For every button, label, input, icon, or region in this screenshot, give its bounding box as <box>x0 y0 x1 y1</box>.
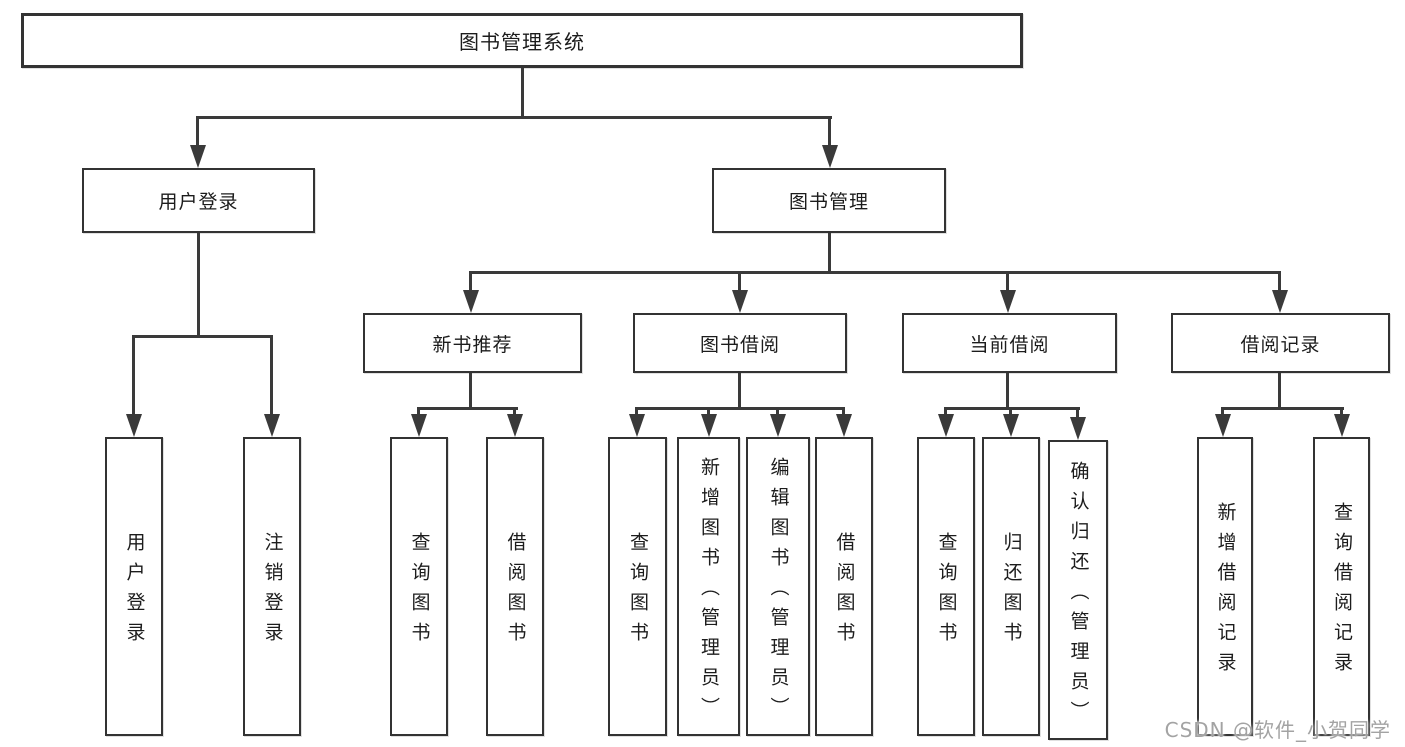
connector-branch <box>944 407 1080 410</box>
connector-drop <box>1009 407 1012 419</box>
leaf-query-books-recommend: 查询图书 <box>390 437 448 736</box>
leaf-query-books-borrow-label: 查询图书 <box>627 532 649 652</box>
arrowhead-icon <box>1000 290 1016 313</box>
leaf-edit-book-admin-label: 编辑图书（管理员） <box>767 457 790 727</box>
arrowhead-icon <box>411 414 427 437</box>
leaf-user-login-label: 用户登录 <box>123 532 146 652</box>
connector-branch <box>417 407 518 410</box>
leaf-edit-book-admin: 编辑图书（管理员） <box>746 437 810 736</box>
node-root: 图书管理系统 <box>21 13 1023 68</box>
connector-userlogin-stem <box>197 233 200 337</box>
arrowhead-icon <box>1334 414 1350 437</box>
arrowhead-icon <box>1215 414 1231 437</box>
leaf-add-borrow-record-label: 新增借阅记录 <box>1214 502 1237 682</box>
node-new-book-recommend-label: 新书推荐 <box>432 333 513 356</box>
leaf-add-book-admin: 新增图书（管理员） <box>677 437 740 736</box>
leaf-query-books-current: 查询图书 <box>917 437 975 736</box>
connector-stem <box>1278 373 1281 410</box>
connector-stem <box>738 373 741 410</box>
leaf-borrow-books-recommend: 借阅图书 <box>486 437 544 736</box>
connector-drop <box>270 335 273 415</box>
leaf-user-login: 用户登录 <box>105 437 163 736</box>
connector-drop <box>828 116 831 148</box>
arrowhead-icon <box>190 145 206 168</box>
connector-level2-branch <box>196 116 832 119</box>
arrowhead-icon <box>507 414 523 437</box>
leaf-query-books-borrow: 查询图书 <box>608 437 667 736</box>
connector-drop <box>842 407 845 419</box>
connector-drop <box>1076 407 1079 419</box>
connector-branch <box>635 407 845 410</box>
node-borrow-records-label: 借阅记录 <box>1240 333 1321 356</box>
connector-drop <box>944 407 947 419</box>
leaf-add-book-admin-label: 新增图书（管理员） <box>698 457 720 727</box>
arrowhead-icon <box>629 414 645 437</box>
connector-stem <box>469 373 472 410</box>
arrowhead-icon <box>1272 290 1288 313</box>
connector-level3-branch <box>469 271 1281 274</box>
leaf-borrow-books-borrow-label: 借阅图书 <box>833 532 856 652</box>
connector-drop <box>196 116 199 148</box>
connector-drop <box>417 407 420 419</box>
node-new-book-recommend: 新书推荐 <box>363 313 582 373</box>
leaf-confirm-return-admin-label: 确认归还（管理员） <box>1067 460 1090 731</box>
arrowhead-icon <box>732 290 748 313</box>
node-user-login: 用户登录 <box>82 168 315 233</box>
arrowhead-icon <box>938 414 954 437</box>
node-user-login-label: 用户登录 <box>158 191 239 213</box>
node-current-borrow-label: 当前借阅 <box>969 333 1050 356</box>
node-book-borrow: 图书借阅 <box>633 313 847 373</box>
connector-drop <box>469 271 472 291</box>
connector-drop <box>738 271 741 291</box>
arrowhead-icon <box>264 414 280 437</box>
leaf-logout-label: 注销登录 <box>261 532 284 652</box>
arrowhead-icon <box>770 414 786 437</box>
node-borrow-records: 借阅记录 <box>1171 313 1390 373</box>
connector-drop <box>635 407 638 419</box>
connector-drop <box>1278 271 1281 291</box>
connector-drop <box>132 335 135 415</box>
node-book-borrow-label: 图书借阅 <box>699 333 780 356</box>
leaf-return-book: 归还图书 <box>982 437 1040 736</box>
node-book-management: 图书管理 <box>712 168 946 233</box>
leaf-confirm-return-admin: 确认归还（管理员） <box>1048 440 1108 740</box>
csdn-watermark: CSDN @软件_小贺同学 <box>1164 718 1391 742</box>
leaf-query-borrow-record: 查询借阅记录 <box>1313 437 1370 736</box>
leaf-query-books-recommend-label: 查询图书 <box>408 532 431 652</box>
leaf-return-book-label: 归还图书 <box>1000 532 1023 652</box>
arrowhead-icon <box>463 290 479 313</box>
connector-drop <box>776 407 779 419</box>
connector-bookmgmt-stem <box>828 233 831 274</box>
connector-drop <box>707 407 710 419</box>
leaf-logout: 注销登录 <box>243 437 301 736</box>
arrowhead-icon <box>701 414 717 437</box>
node-book-management-label: 图书管理 <box>788 191 869 213</box>
connector-root-stem <box>521 68 524 118</box>
leaf-add-borrow-record: 新增借阅记录 <box>1197 437 1253 736</box>
arrowhead-icon <box>836 414 852 437</box>
connector-drop <box>1340 407 1343 419</box>
connector-drop <box>1006 271 1009 291</box>
leaf-query-books-current-label: 查询图书 <box>935 532 958 652</box>
arrowhead-icon <box>126 414 142 437</box>
leaf-borrow-books-borrow: 借阅图书 <box>815 437 873 736</box>
arrowhead-icon <box>1003 414 1019 437</box>
leaf-query-borrow-record-label: 查询借阅记录 <box>1331 502 1353 682</box>
connector-drop <box>513 407 516 419</box>
connector-branch <box>1221 407 1344 410</box>
node-current-borrow: 当前借阅 <box>902 313 1117 373</box>
arrowhead-icon <box>1070 417 1086 440</box>
leaf-borrow-books-recommend-label: 借阅图书 <box>504 532 527 652</box>
connector-userlogin-branch <box>132 335 273 338</box>
connector-stem <box>1006 373 1009 410</box>
node-root-label: 图书管理系统 <box>459 30 585 54</box>
connector-drop <box>1221 407 1224 419</box>
arrowhead-icon <box>822 145 838 168</box>
